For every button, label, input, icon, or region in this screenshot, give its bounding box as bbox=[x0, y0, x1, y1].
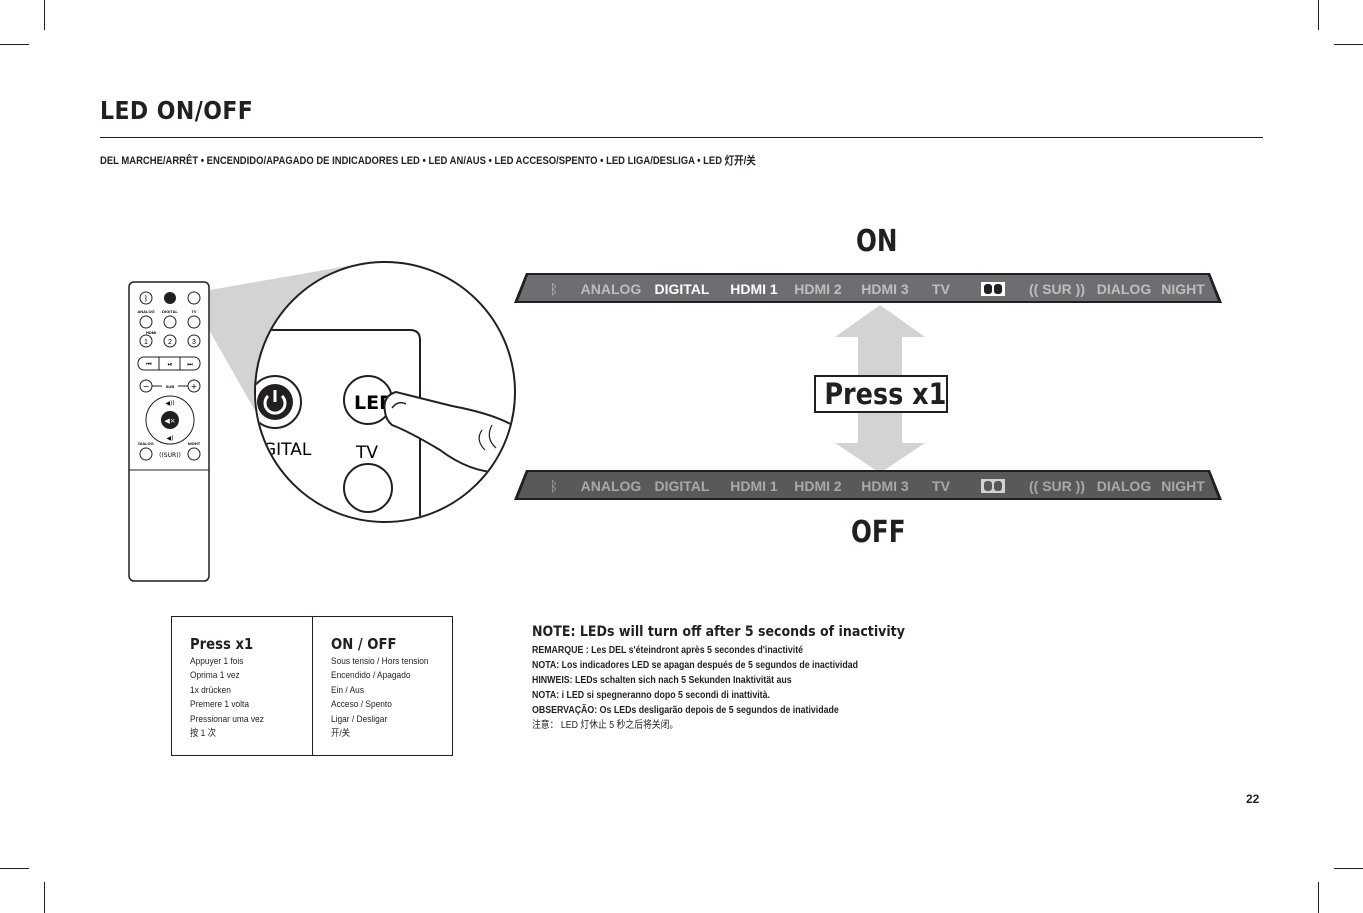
led-off-hdmi2: HDMI 2 bbox=[794, 478, 842, 494]
led-on-hdmi2: HDMI 2 bbox=[794, 281, 842, 297]
onoff-line: Acceso / Spento bbox=[331, 699, 392, 711]
remote-hdmi-label: HDMI bbox=[146, 330, 156, 335]
remote-hdmi-3: 3 bbox=[192, 339, 196, 346]
inactivity-note: NOTE: LEDs will turn off after 5 seconds… bbox=[532, 624, 946, 733]
press-x1-label: Press x1 bbox=[814, 375, 948, 413]
led-on-digital: DIGITAL bbox=[655, 281, 710, 297]
svg-text:((SUR)): ((SUR)) bbox=[159, 452, 181, 459]
onoff-line: Encendido / Apagado bbox=[331, 670, 411, 682]
press-x1-text: Press x1 bbox=[824, 377, 947, 411]
instruction-box: Press x1 Appuyer 1 fois Oprima 1 vez 1x … bbox=[171, 616, 453, 756]
svg-text:ᛒ: ᛒ bbox=[550, 479, 558, 495]
led-on-hdmi3: HDMI 3 bbox=[861, 281, 909, 297]
press-line: Appuyer 1 fois bbox=[190, 656, 244, 667]
zoom-digital-label: GITAL bbox=[263, 440, 312, 460]
led-on-dialog: DIALOG bbox=[1097, 281, 1152, 297]
remote-digital-label: DIGITAL bbox=[162, 309, 178, 314]
remote-illustration: ᛒ ANALOG DIGITAL TV HDMI 1 2 3 ⏮ ⏯ ⏭ − +… bbox=[128, 261, 516, 582]
led-off-analog: ANALOG bbox=[581, 478, 642, 494]
note-line: NOTA: i LED si spegneranno dopo 5 second… bbox=[532, 690, 770, 701]
note-line: REMARQUE : Les DEL s'éteindront après 5 … bbox=[532, 645, 804, 656]
remote-night-label: NIGHT bbox=[188, 441, 201, 446]
press-line: Pressionar uma vez bbox=[190, 713, 264, 725]
svg-text:◀): ◀) bbox=[167, 435, 174, 442]
led-off-hdmi1: HDMI 1 bbox=[730, 478, 778, 494]
led-on-sur: (( SUR )) bbox=[1029, 281, 1085, 297]
onoff-line: Sous tensio / Hors tension bbox=[331, 656, 429, 667]
remote-tv-label: TV bbox=[191, 309, 196, 314]
svg-text:◀)): ◀)) bbox=[165, 400, 174, 407]
onoff-line: Ligar / Desligar bbox=[331, 713, 388, 725]
page-title: LED ON/OFF bbox=[100, 96, 254, 125]
crop-mark bbox=[1318, 0, 1319, 30]
led-off-hdmi3: HDMI 3 bbox=[861, 478, 909, 494]
note-line: 注意： LED 灯休止 5 秒之后将关闭。 bbox=[532, 720, 679, 731]
press-line: 按 1 次 bbox=[190, 728, 217, 740]
remote-dialog-label: DIALOG bbox=[138, 441, 154, 446]
press-heading: Press x1 bbox=[190, 635, 254, 653]
press-line: Premere 1 volta bbox=[190, 699, 250, 711]
onoff-column: ON / OFF Sous tensio / Hors tension Ence… bbox=[313, 617, 452, 755]
page-subtitle: DEL MARCHE/ARRÊT • ENCENDIDO/APAGADO DE … bbox=[100, 155, 756, 167]
remote-hdmi-1: 1 bbox=[144, 339, 148, 346]
led-off-night: NIGHT bbox=[1161, 478, 1205, 494]
column-divider bbox=[312, 617, 313, 755]
led-bar-on: ᛒ ANALOG DIGITAL HDMI 1 HDMI 2 HDMI 3 TV… bbox=[514, 273, 1222, 303]
onoff-line: Ein / Aus bbox=[331, 684, 364, 696]
remote-sub-label: SUB bbox=[166, 384, 175, 389]
note-heading: NOTE: LEDs will turn off after 5 seconds… bbox=[532, 624, 905, 640]
on-label: ON bbox=[856, 224, 898, 259]
led-off-sur: (( SUR )) bbox=[1029, 478, 1085, 494]
led-bar-off: ᛒ ANALOG DIGITAL HDMI 1 HDMI 2 HDMI 3 TV… bbox=[514, 470, 1222, 500]
svg-text:ᛒ: ᛒ bbox=[144, 294, 149, 303]
note-line: OBSERVAÇÃO: Os LEDs desligarão depois de… bbox=[532, 705, 839, 716]
crop-mark bbox=[0, 868, 29, 869]
remote-hdmi-2: 2 bbox=[168, 339, 172, 346]
note-line: NOTA: Los indicadores LED se apagan desp… bbox=[532, 660, 859, 671]
led-off-tv: TV bbox=[932, 478, 951, 494]
svg-text:+: + bbox=[191, 382, 198, 391]
zoom-tv-label: TV bbox=[355, 443, 378, 463]
led-on-analog: ANALOG bbox=[581, 281, 642, 297]
svg-text:⏯: ⏯ bbox=[168, 361, 173, 368]
crop-mark bbox=[44, 0, 45, 30]
remote-analog-label: ANALOG bbox=[137, 309, 154, 314]
press-column: Press x1 Appuyer 1 fois Oprima 1 vez 1x … bbox=[172, 617, 312, 755]
led-on-night: NIGHT bbox=[1161, 281, 1205, 297]
svg-text:⏭: ⏭ bbox=[187, 361, 193, 368]
led-on-hdmi1: HDMI 1 bbox=[730, 281, 778, 297]
title-rule bbox=[100, 137, 1263, 138]
svg-text:−: − bbox=[143, 382, 150, 391]
off-label: OFF bbox=[851, 515, 906, 550]
press-line: Oprima 1 vez bbox=[190, 670, 240, 682]
led-on-tv: TV bbox=[932, 281, 951, 297]
crop-mark bbox=[1334, 868, 1363, 869]
page-number: 22 bbox=[1246, 792, 1260, 806]
crop-mark bbox=[1334, 44, 1363, 45]
crop-mark bbox=[1318, 882, 1319, 913]
svg-text:ᛒ: ᛒ bbox=[550, 282, 558, 298]
onoff-heading: ON / OFF bbox=[331, 635, 397, 653]
press-line: 1x drücken bbox=[190, 684, 231, 696]
crop-mark bbox=[0, 44, 29, 45]
led-off-dialog: DIALOG bbox=[1097, 478, 1152, 494]
note-line: HINWEIS: LEDs schalten sich nach 5 Sekun… bbox=[532, 675, 792, 686]
led-off-digital: DIGITAL bbox=[655, 478, 710, 494]
svg-text:⏮: ⏮ bbox=[146, 361, 152, 368]
svg-text:◀×: ◀× bbox=[164, 417, 175, 425]
onoff-line: 开/关 bbox=[331, 728, 351, 740]
crop-mark bbox=[44, 882, 45, 913]
